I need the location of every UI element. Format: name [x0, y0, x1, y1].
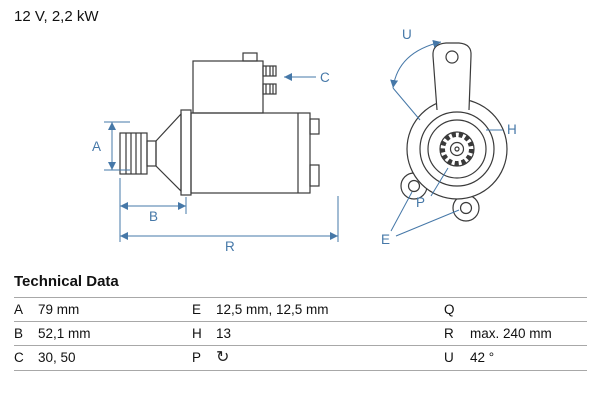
dim-label-r: R — [225, 239, 235, 254]
dim-key-cell: R — [444, 320, 470, 345]
table-row: C 30, 50 P ↻ U 42 ° — [14, 344, 587, 370]
dim-label-h: H — [507, 122, 517, 137]
dim-value-cell: 13 — [216, 320, 444, 345]
dim-key-cell: C — [14, 344, 38, 370]
tab-hole — [445, 50, 459, 64]
dim-key-cell: P — [192, 344, 216, 370]
dim-label-u: U — [402, 27, 412, 42]
dim-value-cell: 12,5 mm, 12,5 mm — [216, 296, 444, 321]
dim-u-arc — [390, 39, 442, 89]
technical-data-title: Technical Data — [14, 273, 119, 290]
part-drawing — [119, 42, 508, 222]
terminal-stud-50-thread — [265, 84, 274, 94]
dim-key-cell: A — [14, 296, 38, 321]
dim-label-a: A — [92, 139, 101, 154]
gear-center-dot — [454, 146, 460, 152]
motor-side-view — [119, 52, 320, 196]
bore-inner-ring — [427, 119, 487, 179]
dim-value-cell: ↻ — [216, 344, 444, 370]
dim-value-cell: 30, 50 — [38, 344, 192, 370]
dim-value-cell: 52,1 mm — [38, 320, 192, 345]
terminal-stud-30-thread — [265, 66, 274, 76]
spec-text: 12 V, 2,2 kW — [14, 8, 99, 25]
rear-bracket-bottom — [309, 164, 320, 187]
rotation-direction-icon: ↻ — [216, 348, 230, 366]
solenoid — [192, 60, 264, 114]
dim-label-b: B — [149, 209, 158, 224]
gear-teeth — [440, 132, 474, 166]
technical-drawing: A B C R U H P E — [92, 27, 517, 254]
dimension-labels: A B C R U H P E — [92, 27, 517, 254]
pinion-collar — [146, 140, 157, 167]
dim-key-cell: U — [444, 344, 470, 370]
mounting-flange — [180, 109, 192, 196]
dim-e-leaders — [390, 191, 460, 237]
gear-center-hole — [449, 141, 465, 157]
ear-hole-left — [407, 179, 421, 193]
dim-label-c: C — [320, 70, 330, 85]
table-row: B 52,1 mm H 13 R max. 240 mm — [14, 320, 587, 345]
pinion-gear — [119, 132, 148, 175]
dim-key-cell: B — [14, 320, 38, 345]
dim-value-cell: 42 ° — [470, 344, 587, 370]
dim-key-cell: H — [192, 320, 216, 345]
flange-top-tab — [432, 42, 472, 111]
dimension-lines — [104, 39, 503, 242]
dim-value-cell: 79 mm — [38, 296, 192, 321]
drive-end-housing — [155, 112, 182, 193]
solenoid-top-terminal — [242, 52, 258, 62]
dim-p-leader — [430, 167, 449, 197]
dim-value-cell: max. 240 mm — [470, 320, 587, 345]
motor-body — [190, 112, 311, 194]
dim-label-p: P — [416, 195, 425, 210]
table-row: A 79 mm E 12,5 mm, 12,5 mm Q — [14, 296, 587, 321]
rear-bracket-top — [309, 118, 320, 135]
bore-outer-ring — [419, 111, 495, 187]
technical-data-section: Technical Data A 79 mm E 12,5 mm, 12,5 m… — [14, 272, 587, 371]
dim-value-cell — [470, 296, 587, 321]
dim-u-leg — [392, 87, 421, 121]
ear-hole-bottom — [459, 201, 473, 215]
dim-key-cell: Q — [444, 296, 470, 321]
pinion-teeth — [125, 133, 142, 174]
dim-label-e: E — [381, 232, 390, 247]
dim-key-cell: E — [192, 296, 216, 321]
technical-data-table: A 79 mm E 12,5 mm, 12,5 mm Q B 52,1 mm H… — [14, 296, 587, 371]
